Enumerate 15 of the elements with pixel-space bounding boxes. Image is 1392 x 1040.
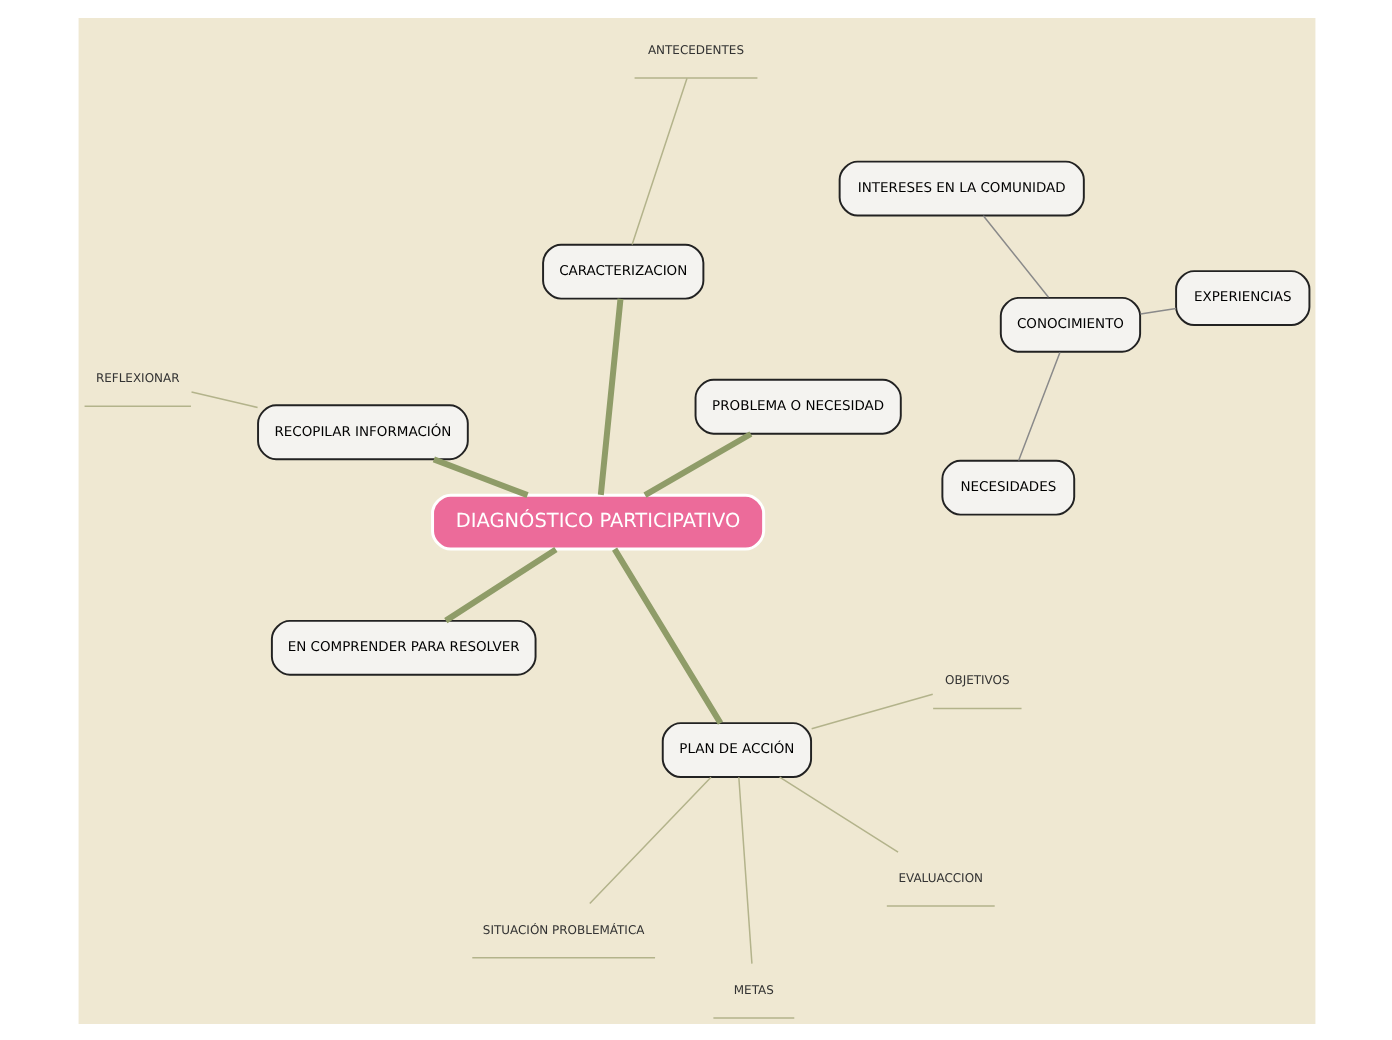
connector [630,76,687,245]
connector [809,692,933,729]
connector [611,546,723,724]
connector [1138,306,1176,314]
connector [981,213,1049,297]
connector [642,430,752,497]
connector [737,775,752,964]
connector [443,545,557,623]
connector [431,455,528,497]
connector [596,297,623,495]
connector [1016,350,1060,461]
connector [588,775,711,904]
connector [777,775,898,852]
connector [189,390,258,408]
node-box: DIAGNÓSTICO PARTICIPATIVO [430,492,765,550]
